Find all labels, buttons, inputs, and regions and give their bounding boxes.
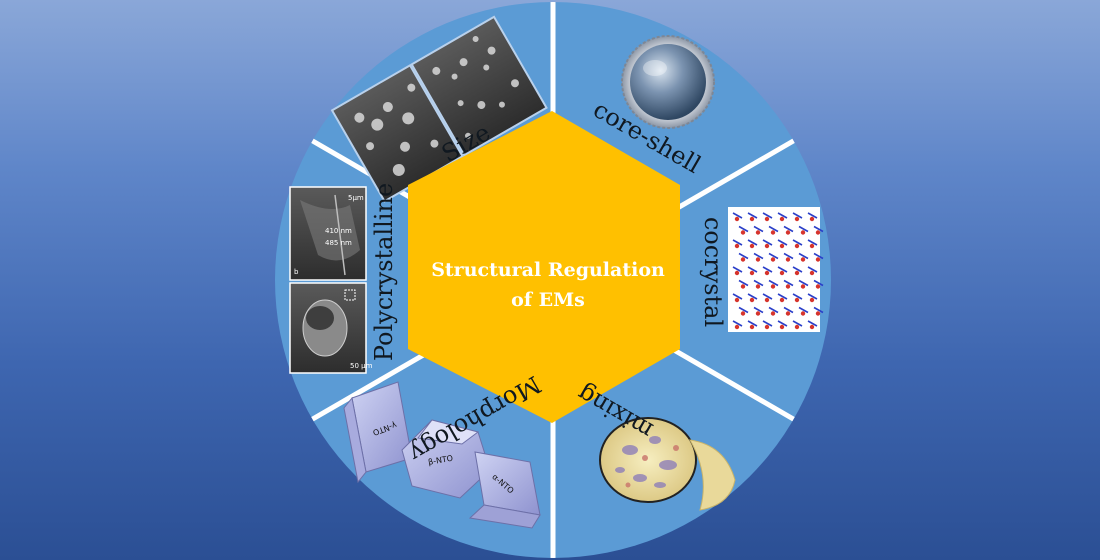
morphology-crystals: γ-NTO β-NTO α-NTO: [343, 381, 541, 529]
mixing-cut-sphere: [599, 417, 736, 511]
center-title-line2: of EMs: [511, 289, 585, 311]
polycrystalline-sem-images: b 5μm 410 nm 485 nm 50 μm: [289, 186, 373, 374]
label-polycrystalline: Polycrystalline: [370, 183, 398, 361]
svg-text:50 μm: 50 μm: [350, 362, 373, 370]
center-hexagon: [408, 111, 680, 423]
morph-crystal-3: α-NTO: [468, 451, 541, 529]
svg-text:β-NTO: β-NTO: [427, 454, 453, 467]
center-title-line1: Structural Regulation: [431, 259, 665, 281]
size-sem-images: [330, 15, 548, 203]
core-shell-sphere: [621, 35, 715, 129]
svg-text:485 nm: 485 nm: [325, 239, 352, 247]
svg-text:b: b: [294, 268, 299, 276]
label-cocrystal: cocrystal: [699, 217, 727, 327]
svg-text:410 nm: 410 nm: [325, 227, 352, 235]
svg-text:5μm: 5μm: [348, 194, 364, 202]
cocrystal-lattice: [728, 207, 824, 332]
